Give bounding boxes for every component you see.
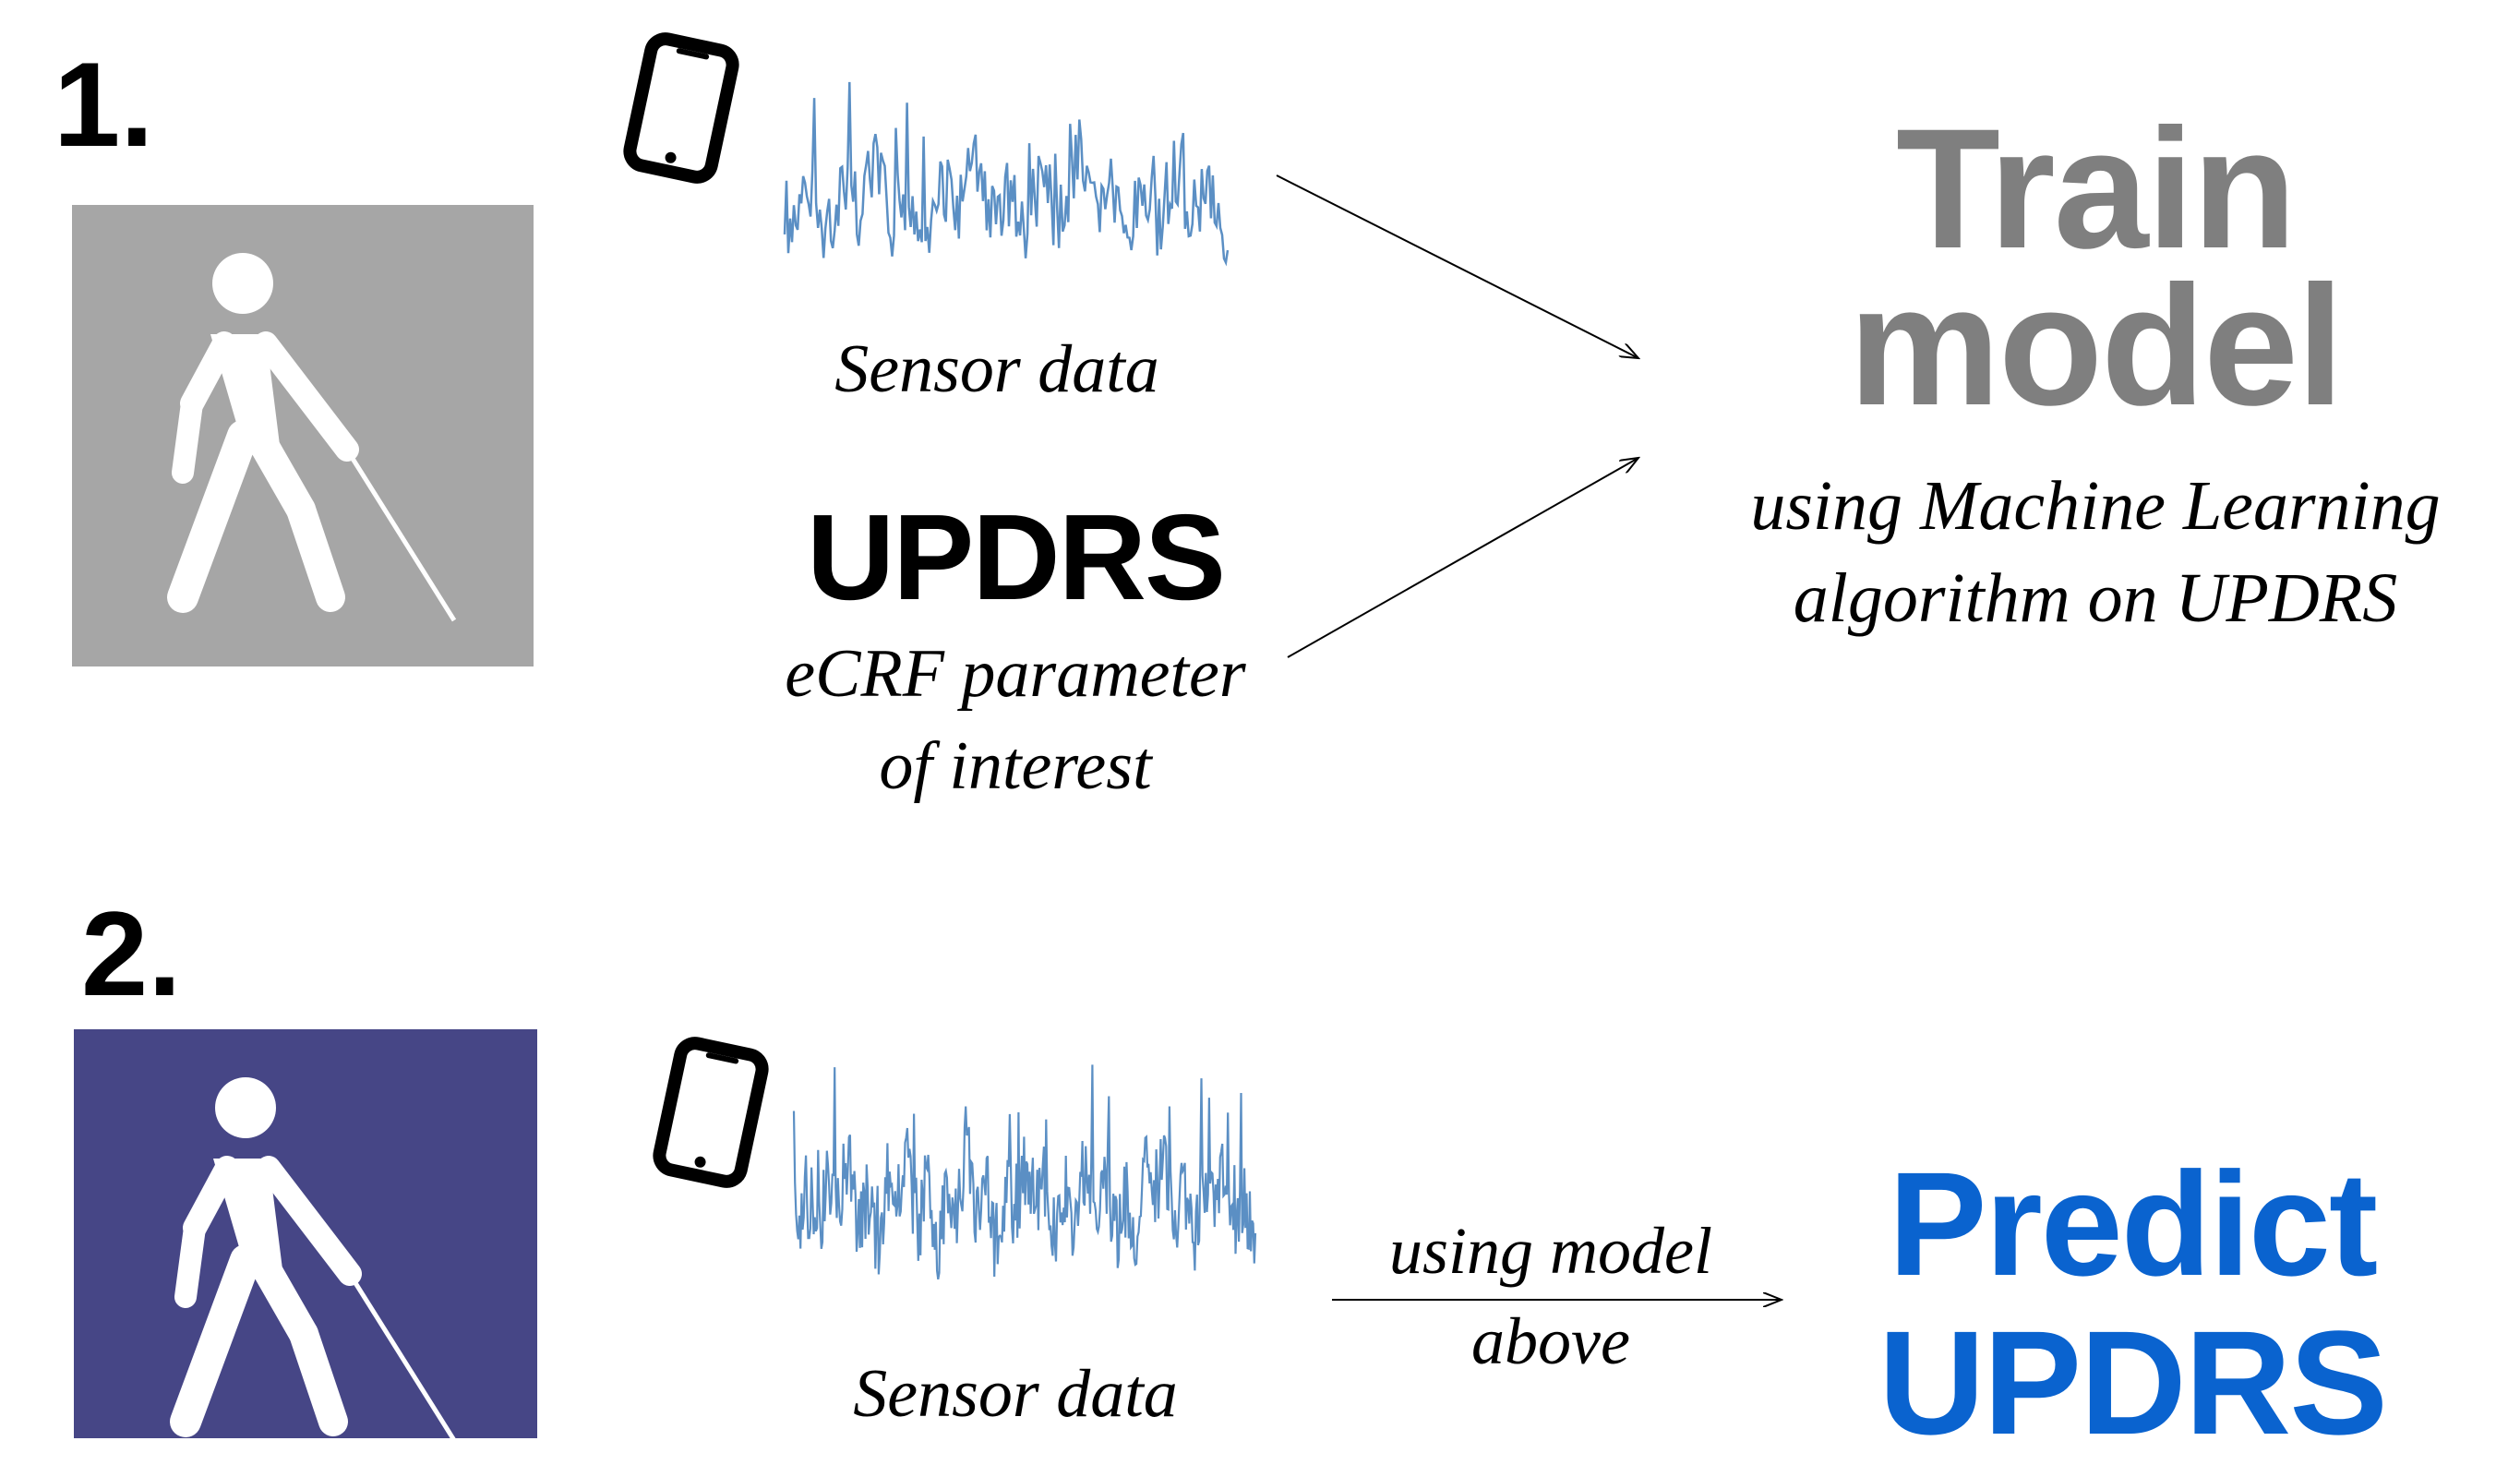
predict-updrs-title-line-1: Predict	[1888, 1141, 2378, 1306]
smartphone-icon	[653, 1037, 769, 1188]
updrs-parameter-title: UPDRS	[806, 489, 1226, 625]
parameter-caption-line-2: of interest	[879, 728, 1152, 804]
train-model-caption: using Machine Learning algorithm on UPDR…	[1698, 460, 2492, 644]
parameter-caption: eCRF parameter of interest	[702, 628, 1329, 812]
train-model-title: Train model	[1726, 94, 2465, 441]
sensor-signal-plot	[783, 81, 1230, 267]
predict-updrs-title-line-2: UPDRS	[1878, 1300, 2388, 1465]
updrs-to-train-arrow	[1287, 458, 1638, 658]
smartphone-icon	[623, 32, 739, 184]
step-1-walking-person-panel	[72, 205, 534, 666]
using-model-caption-line-2: above	[1471, 1304, 1630, 1378]
step-2-number: 2.	[81, 886, 182, 1021]
train-model-caption-line-2: algorithm on UPDRS	[1793, 559, 2398, 637]
train-model-caption-line-1: using Machine Learning	[1750, 467, 2441, 545]
using-model-caption-line-1: using model	[1389, 1214, 1712, 1288]
step-2-walking-person-panel	[74, 1029, 537, 1438]
sensor-to-train-arrow	[1276, 174, 1638, 358]
step-1-sensor-caption: Sensor data	[834, 331, 1159, 407]
walking-person-with-cane-icon	[170, 1077, 456, 1438]
predict-updrs-title: Predict UPDRS	[1837, 1145, 2428, 1462]
walking-person-with-cane-icon	[167, 253, 457, 622]
train-model-title-line-2: model	[1848, 251, 2345, 441]
sensor-signal-plot	[792, 1064, 1257, 1279]
step-2-sensor-caption: Sensor data	[853, 1356, 1178, 1432]
parameter-caption-line-1: eCRF parameter	[785, 636, 1246, 712]
using-model-caption: using model above	[1329, 1206, 1772, 1387]
step-1-number: 1.	[54, 37, 154, 172]
train-model-title-line-1: Train	[1895, 94, 2297, 284]
